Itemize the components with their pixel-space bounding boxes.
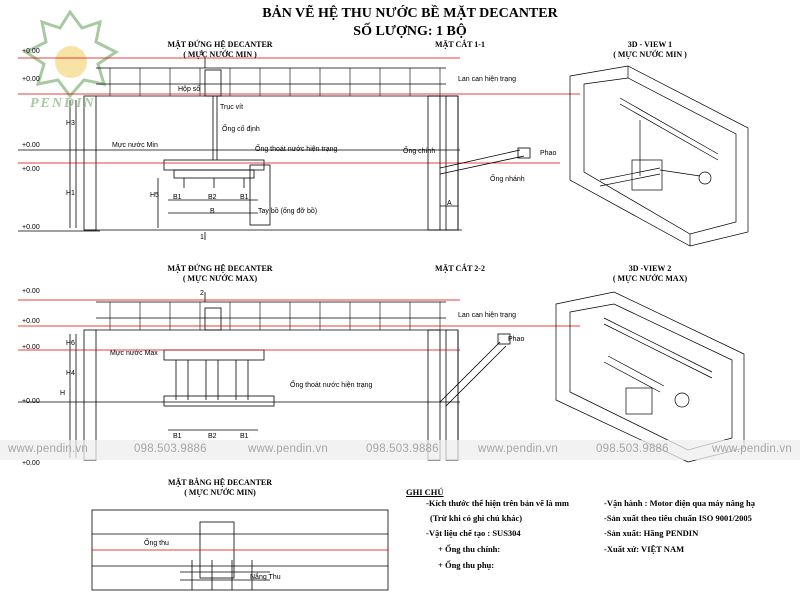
plan-subtitle: ( MỰC NƯỚC MIN) bbox=[184, 488, 256, 497]
watermark-text: www.pendin.vn bbox=[478, 443, 558, 455]
section-1-drawing bbox=[427, 95, 531, 231]
level-marker: +0.00 bbox=[22, 288, 40, 295]
watermark-text: 098.503.9886 bbox=[366, 443, 439, 455]
section-1-title: MẶT CẮT 1-1 bbox=[435, 40, 485, 49]
note-line: -Vật liệu chế tạo : SUS304 bbox=[426, 528, 521, 538]
view3d-2-title: 3D -VIEW 2 bbox=[628, 264, 672, 273]
callout-pipe-bracket: Tay bồ (ống đỡ bồ) bbox=[258, 208, 318, 215]
dim-h5: H5 bbox=[150, 192, 159, 199]
callout-railing: Lan can hiện trạng bbox=[458, 312, 516, 319]
dim-h6: H6 bbox=[66, 340, 75, 347]
plan-title: MẶT BẰNG HỆ DECANTER bbox=[167, 478, 273, 487]
level-marker: +0.00 bbox=[22, 142, 40, 149]
view3d-2-subtitle: ( MỰC NƯỚC MAX) bbox=[612, 274, 688, 283]
dim-h1: H1 bbox=[66, 190, 75, 197]
dim-b1: B1 bbox=[173, 433, 182, 440]
watermark-text: 098.503.9886 bbox=[134, 443, 207, 455]
note-line: -Sản xuất: Hãng PENDIN bbox=[604, 528, 699, 538]
callout-branch-pipe: Ống nhánh bbox=[490, 176, 525, 183]
quantity-label: SỐ LƯỢNG: 1 BỘ bbox=[353, 24, 467, 39]
level-marker: +0.00 bbox=[22, 318, 40, 325]
callout-float: Phao bbox=[540, 150, 557, 157]
callout-water-max: Mực nước Max bbox=[110, 350, 158, 357]
elevation-min-level-lines bbox=[18, 149, 460, 232]
view3d-2-drawing bbox=[555, 291, 745, 463]
elevation-min-water-lines bbox=[18, 57, 580, 164]
view3d-1-drawing bbox=[569, 65, 749, 247]
note-line: -Vận hành : Motor điện qua máy nâng hạ bbox=[604, 498, 755, 508]
dim-b1: B1 bbox=[240, 194, 249, 201]
callout-railing: Lan can hiện trạng bbox=[458, 76, 516, 83]
callout-float: Phao bbox=[508, 336, 525, 343]
level-marker: +0.00 bbox=[22, 224, 40, 231]
elevation-max-title: MẶT ĐỨNG HỆ DECANTER bbox=[167, 264, 273, 273]
callout-nong-thu: Nắng Thu bbox=[250, 574, 281, 581]
watermark-text: www.pendin.vn bbox=[712, 443, 792, 455]
dim-a: A bbox=[447, 200, 452, 207]
note-line: -Xuất xứ: VIỆT NAM bbox=[604, 544, 685, 554]
section-2-drawing bbox=[427, 329, 511, 461]
level-marker: +0.00 bbox=[22, 344, 40, 351]
dim-b2: B2 bbox=[208, 194, 217, 201]
level-marker: +0.00 bbox=[22, 76, 40, 83]
note-line: -Kích thước thể hiện trên bản vẽ là mm bbox=[426, 498, 569, 508]
watermark-band bbox=[0, 440, 800, 460]
dim-b2: B2 bbox=[208, 433, 217, 440]
dim-b1: B1 bbox=[173, 194, 182, 201]
callout-water-min: Mực nước Min bbox=[112, 142, 158, 149]
section-marker: 2 bbox=[200, 290, 204, 297]
section-marker: 1 bbox=[200, 234, 204, 241]
level-marker: +0.00 bbox=[22, 166, 40, 173]
dim-h3: H3 bbox=[66, 120, 75, 127]
view3d-1-title: 3D - VIEW 1 bbox=[627, 40, 673, 49]
note-line: -Sản xuất theo tiêu chuẩn ISO 9001/2005 bbox=[604, 513, 752, 523]
elevation-min-title: MẶT ĐỨNG HỆ DECANTER bbox=[167, 40, 273, 49]
notes-heading: GHI CHÚ bbox=[406, 487, 444, 497]
elevation-max-drawing bbox=[69, 292, 459, 461]
drawing-title: BẢN VẼ HỆ THU NƯỚC BỀ MẶT DECANTER bbox=[262, 6, 558, 21]
callout-float-pipe: Ống thoát nước hiện trạng bbox=[290, 382, 373, 389]
watermark-text: www.pendin.vn bbox=[248, 443, 328, 455]
watermark-text: 098.503.9886 bbox=[596, 443, 669, 455]
callout-pipe-fixed: Ống cố định bbox=[222, 126, 260, 133]
callout-float-pipe: Ống thoát nước hiện trạng bbox=[255, 146, 338, 153]
note-line: + Ống thu chính: bbox=[438, 544, 501, 554]
dim-h: H bbox=[60, 390, 66, 397]
view3d-1-subtitle: ( MỰC NƯỚC MIN ) bbox=[613, 50, 687, 59]
dim-b: B bbox=[210, 208, 215, 215]
pendin-logo-icon bbox=[23, 9, 119, 99]
logo-text: PENDIN bbox=[30, 96, 96, 111]
callout-gearbox: Hộp số bbox=[178, 86, 201, 93]
callout-support: Trục vít bbox=[220, 104, 244, 111]
elevation-min-drawing bbox=[69, 57, 459, 240]
level-marker: +0.00 bbox=[22, 398, 40, 405]
elevation-min-subtitle: ( MỰC NƯỚC MIN ) bbox=[183, 50, 257, 59]
callout-ong-thu: Ống thu bbox=[144, 540, 169, 547]
callout-main-pipe: Ống chính bbox=[403, 148, 436, 155]
elevation-max-water-lines bbox=[18, 299, 580, 351]
level-marker: +0.00 bbox=[22, 460, 40, 467]
dim-h4: H4 bbox=[66, 370, 75, 377]
note-line: (Trừ khi có ghi chú khác) bbox=[430, 513, 523, 523]
dim-b1: B1 bbox=[240, 433, 249, 440]
section-marker: 1 bbox=[200, 50, 204, 57]
watermark-text: www.pendin.vn bbox=[8, 443, 88, 455]
note-line: + Ống thu phụ: bbox=[438, 560, 495, 570]
elevation-max-subtitle: ( MỰC NƯỚC MAX) bbox=[182, 274, 258, 283]
level-marker: +0.00 bbox=[22, 48, 40, 55]
section-2-title: MẶT CẮT 2-2 bbox=[435, 264, 485, 273]
